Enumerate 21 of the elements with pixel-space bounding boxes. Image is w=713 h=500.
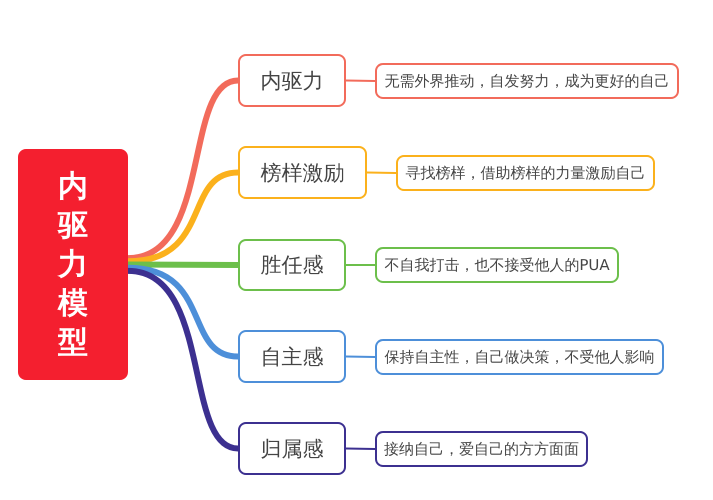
branch-line [128, 264, 238, 360]
connector-line [366, 172, 396, 174]
branch-topic-box: 榜样激励 [238, 146, 367, 199]
description-box: 寻找榜样，借助榜样的力量激励自己 [396, 155, 655, 191]
connector-line [346, 80, 376, 82]
connector-line [346, 356, 376, 358]
branch-topic-box: 归属感 [238, 422, 346, 475]
description-box: 接纳自己，爱自己的方方面面 [375, 431, 588, 467]
description-box: 无需外界推动，自发努力，成为更好的自己 [375, 63, 679, 99]
branch-line [128, 170, 238, 264]
connector-line [346, 264, 375, 266]
branch-line [128, 262, 238, 268]
description-box: 不自我打击，也不接受他人的PUA [375, 247, 619, 283]
branch-topic-box: 胜任感 [238, 239, 346, 291]
connector-line [346, 448, 376, 450]
description-box: 保持自主性，自己做决策，不受他人影响 [375, 339, 664, 375]
branch-topic-box: 内驱力 [238, 54, 346, 107]
branch-line [127, 268, 239, 452]
branch-line [127, 78, 239, 262]
branch-topic-box: 自主感 [238, 330, 346, 383]
central-topic-box: 内驱力模型 [18, 149, 128, 380]
